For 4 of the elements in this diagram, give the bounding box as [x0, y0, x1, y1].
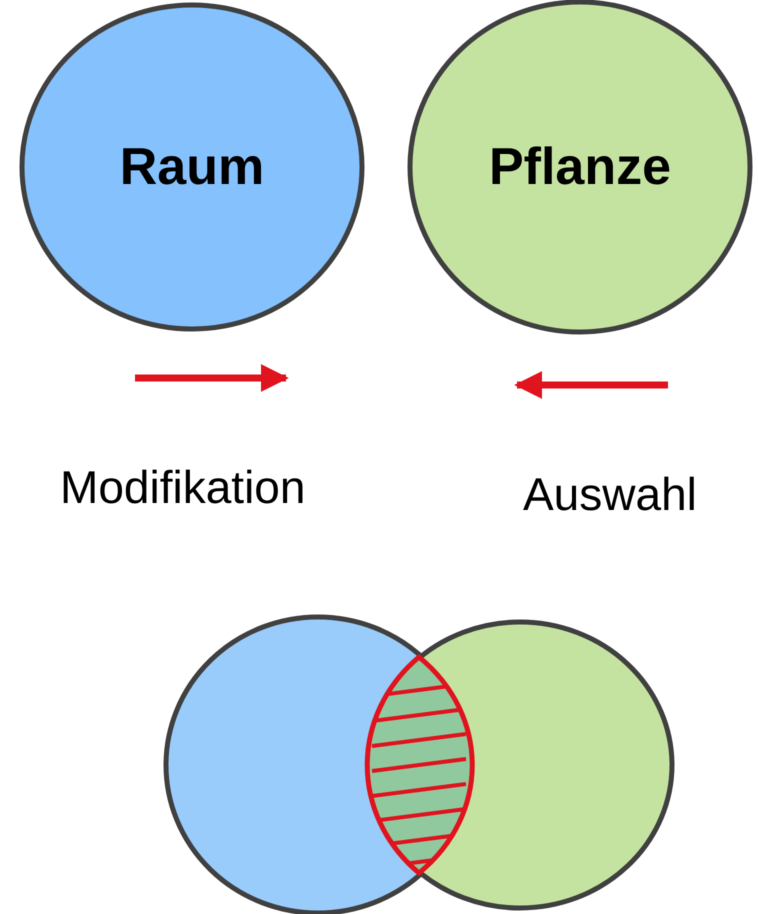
caption-label: Auswahl — [523, 467, 697, 521]
caption-label: Modifikation — [60, 460, 306, 514]
node-label: Pflanze — [488, 137, 672, 197]
node-label: Raum — [120, 137, 264, 197]
